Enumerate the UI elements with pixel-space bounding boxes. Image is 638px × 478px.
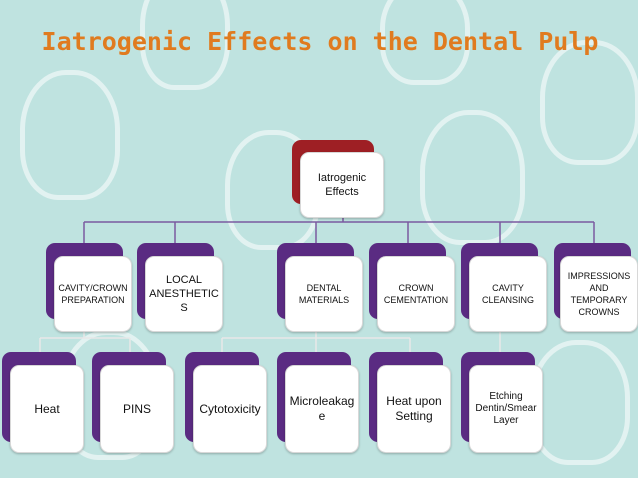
category-cavity-crown-preparation: CAVITY/CROWN PREPARATION <box>54 256 132 332</box>
background-tooth-decoration <box>420 110 525 245</box>
leaf-label: Cytotoxicity <box>199 401 261 416</box>
leaf-label: Etching Dentin/Smear Layer <box>475 391 537 426</box>
category-label: CAVITY CLEANSING <box>481 283 534 305</box>
category-label: LOCAL ANESTHETIC S <box>149 274 219 314</box>
category-label: DENTAL MATERIALS <box>298 283 350 305</box>
leaf-cytotoxicity: Cytotoxicity <box>193 365 267 453</box>
leaf-heat-upon-setting: Heat upon Setting <box>377 365 451 453</box>
category-impressions-temporary-crowns: IMPRESSIONS AND TEMPORARY CROWNS <box>560 256 638 332</box>
slide-title: Iatrogenic Effects on the Dental Pulp <box>41 27 599 56</box>
leaf-label: PINS <box>122 401 151 416</box>
leaf-label: Heat upon Setting <box>386 394 442 423</box>
category-dental-materials: DENTAL MATERIALS <box>285 256 363 332</box>
category-cavity-cleansing: CAVITY CLEANSING <box>469 256 547 332</box>
leaf-etching-dentin-smear-layer: Etching Dentin/Smear Layer <box>469 365 543 453</box>
leaf-microleakage: Microleakag e <box>285 365 359 453</box>
category-label: CROWN CEMENTATION <box>383 283 449 305</box>
category-label: IMPRESSIONS AND TEMPORARY CROWNS <box>567 271 631 317</box>
leaf-pins: PINS <box>100 365 174 453</box>
category-crown-cementation: CROWN CEMENTATION <box>377 256 455 332</box>
leaf-heat: Heat <box>10 365 84 453</box>
leaf-label: Microleakag e <box>289 394 355 423</box>
background-tooth-decoration <box>540 40 638 165</box>
background-tooth-decoration <box>380 0 470 85</box>
root-label: Iatrogenic Effects <box>317 172 367 198</box>
root-node: Iatrogenic Effects <box>300 152 384 218</box>
category-local-anesthetics: LOCAL ANESTHETIC S <box>145 256 223 332</box>
background-tooth-decoration <box>20 70 120 200</box>
leaf-label: Heat <box>34 401 60 416</box>
background-tooth-decoration <box>140 0 230 90</box>
category-label: CAVITY/CROWN PREPARATION <box>58 283 128 305</box>
